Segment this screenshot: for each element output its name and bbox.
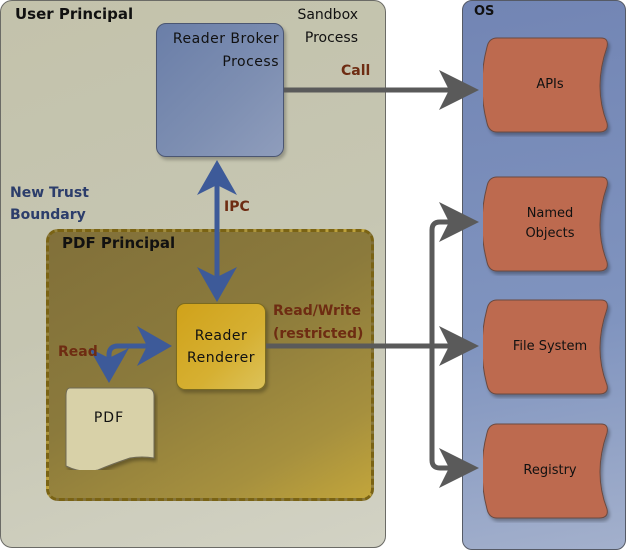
trust-boundary-line1: New Trust [10, 185, 89, 201]
readwrite-label-line2: (restricted) [273, 326, 364, 342]
os-item-shape [483, 176, 608, 272]
readwrite-label-line1: Read/Write [273, 303, 361, 319]
broker-label-line1: Reader Broker [172, 31, 279, 47]
new-trust-boundary-label: New Trust Boundary [10, 182, 89, 226]
renderer-label-line2: Renderer [187, 349, 255, 366]
reader-broker-process-node[interactable]: Reader Broker Process [156, 23, 284, 157]
renderer-label-line1: Reader [194, 327, 248, 344]
os-item-shape [483, 299, 608, 395]
os-item-label: APIs [536, 77, 564, 92]
os-item-shape [483, 37, 608, 133]
sandbox-process-label: Sandbox Process [297, 4, 358, 50]
user-principal-title: User Principal [15, 5, 134, 23]
broker-label-line2: Process [222, 54, 279, 70]
readwrite-label: Read/Write (restricted) [273, 300, 363, 346]
pdf-principal-title: PDF Principal [62, 234, 176, 252]
pdf-document-node[interactable] [62, 386, 158, 470]
read-arrow [89, 326, 172, 383]
reader-renderer-node[interactable]: Reader Renderer [176, 303, 266, 390]
os-item-label: File System [512, 339, 588, 354]
pdf-document-label: PDF [93, 410, 125, 426]
sandbox-label-line2: Process [304, 30, 358, 46]
ipc-label: IPC [224, 199, 250, 215]
os-item-shape [483, 423, 608, 519]
os-item-registry[interactable]: Registry [483, 423, 609, 519]
os-item-apis[interactable]: APIs [483, 37, 609, 133]
readwrite-arrow-registry [429, 346, 479, 488]
os-item-named-objects[interactable]: Named Objects [483, 176, 609, 272]
read-label: Read [58, 344, 98, 360]
trust-boundary-line2: Boundary [10, 207, 86, 223]
readwrite-arrow-named-objects [429, 202, 479, 346]
os-title: OS [474, 4, 495, 19]
os-item-label: Registry [523, 463, 577, 478]
sandbox-label-line1: Sandbox [297, 7, 358, 23]
os-item-label-line1: Named [526, 206, 574, 221]
call-label: Call [341, 63, 371, 79]
os-item-file-system[interactable]: File System [483, 299, 609, 395]
os-item-label-line2: Objects [525, 226, 575, 241]
